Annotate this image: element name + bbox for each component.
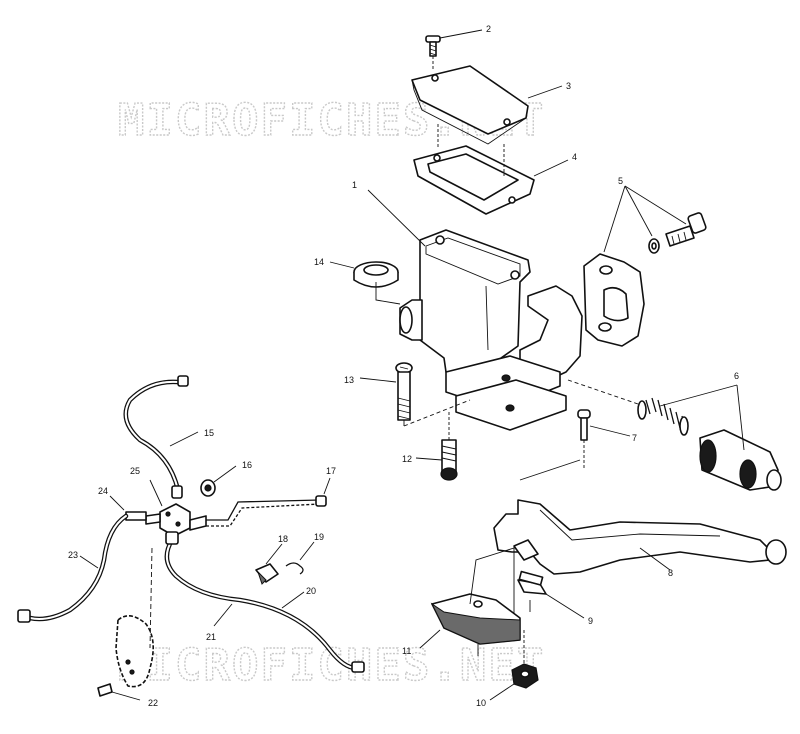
callout-20: 20 (306, 586, 316, 596)
callout-17: 17 (326, 466, 336, 476)
part-6-piston-assembly (567, 379, 782, 491)
callout-4: 4 (572, 152, 577, 162)
part-4-gasket (413, 124, 569, 215)
callout-18: 18 (278, 534, 288, 544)
part-1-master-cylinder (367, 189, 583, 431)
part-20-21-lower-hoses (164, 531, 365, 673)
callout-3: 3 (566, 81, 571, 91)
callout-21: 21 (206, 632, 216, 642)
callout-24: 24 (98, 486, 108, 496)
part-13-bolt (359, 362, 471, 427)
part-23-left-hose (17, 513, 129, 623)
callout-6: 6 (734, 371, 739, 381)
callout-19: 19 (314, 532, 324, 542)
watermark-bottom: MICROFICHES.NET (118, 640, 545, 691)
part-16-fitting (200, 465, 237, 497)
callout-14: 14 (314, 257, 324, 267)
callout-15: 15 (204, 428, 214, 438)
part-5-clamp (583, 185, 707, 347)
part-18-clip (255, 543, 283, 585)
part-15-upper-hose (123, 375, 199, 499)
part-17-brake-pipe (206, 477, 331, 527)
callout-8: 8 (668, 568, 673, 578)
part-11-cam (419, 547, 521, 656)
callout-12: 12 (402, 454, 412, 464)
part-22-bracket (97, 547, 154, 701)
part-2-screw (425, 29, 483, 70)
part-10-nut (489, 630, 539, 701)
part-19-pin (285, 541, 315, 575)
callout-16: 16 (242, 460, 252, 470)
callout-13: 13 (344, 375, 354, 385)
callout-23: 23 (68, 550, 78, 560)
part-12-screw (415, 412, 458, 481)
callout-2: 2 (486, 24, 491, 34)
part-25-junction (145, 479, 207, 537)
callout-1: 1 (352, 180, 357, 190)
callout-25: 25 (130, 466, 140, 476)
part-9-bracket (513, 539, 585, 620)
part-14-boot (329, 261, 401, 305)
callout-11: 11 (402, 646, 411, 656)
part-7-pivot-bolt (577, 409, 631, 470)
callout-22: 22 (148, 698, 158, 708)
callout-10: 10 (476, 698, 486, 708)
callout-7: 7 (632, 433, 637, 443)
part-3-cover (411, 65, 563, 145)
callout-5: 5 (618, 176, 623, 186)
callout-9: 9 (588, 616, 593, 626)
